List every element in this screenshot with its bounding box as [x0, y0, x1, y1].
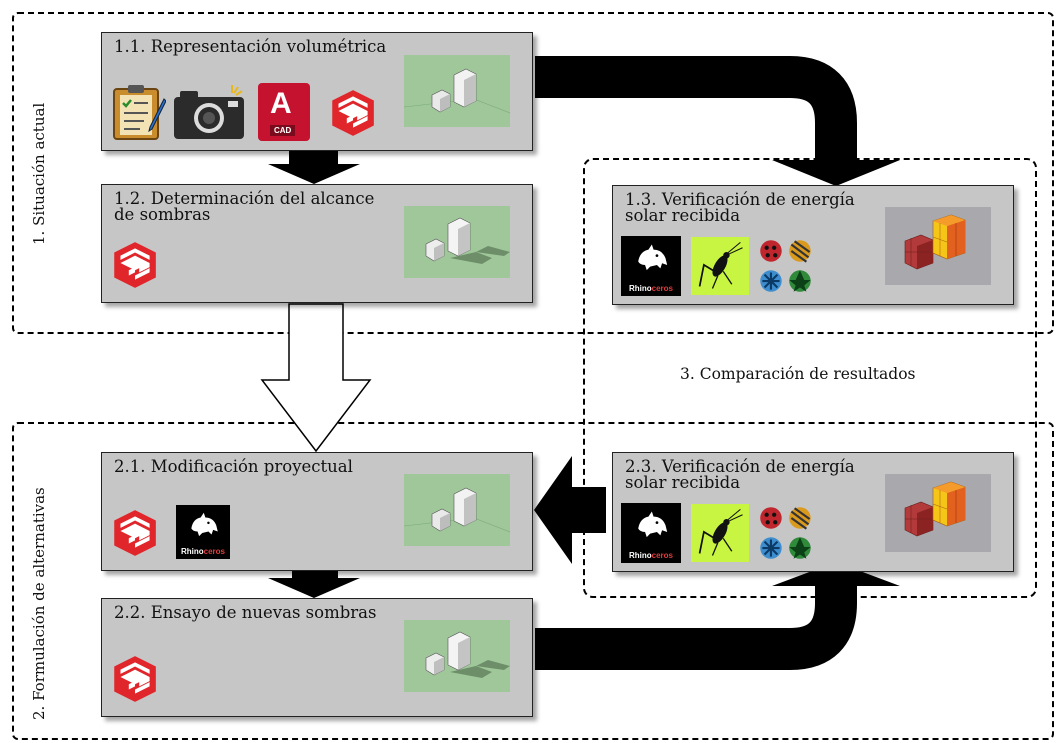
step-title: 1.2. Determinación del alcance de sombra… — [114, 189, 375, 224]
sketchup-icon — [108, 505, 160, 559]
sketchup-icon — [108, 651, 160, 705]
rhinoceros-icon: Rhinoceros — [621, 503, 681, 563]
ladybug-plugins-icon — [757, 236, 815, 296]
shadow-model-thumbnail — [404, 205, 510, 279]
new-shadow-model-thumbnail — [404, 619, 510, 693]
step-box-1-2: 1.2. Determinación del alcance de sombra… — [101, 184, 533, 303]
arrow-22-to-23 — [535, 580, 857, 670]
arrow-23-to-21 — [534, 456, 606, 564]
arrow-11-to-12 — [268, 151, 360, 184]
grasshopper-icon — [691, 236, 749, 296]
region-label-comparison: 3. Comparación de resultados — [680, 365, 916, 383]
step-box-2-3: 2.3. Verificación de energía solar recib… — [612, 452, 1014, 572]
solar-energy-thumbnail — [885, 206, 991, 286]
autocad-icon: A CAD — [258, 83, 310, 141]
autocad-label: CAD — [270, 125, 296, 136]
step-title: 2.3. Verificación de energía solar recib… — [625, 457, 855, 492]
rhinoceros-icon: Rhinoceros — [621, 236, 681, 296]
step-title: 2.2. Ensayo de nuevas sombras — [114, 603, 377, 622]
autocad-letter: A — [270, 87, 292, 120]
volume-model-thumbnail — [404, 55, 510, 127]
step-title: 1.1. Representación volumétrica — [114, 37, 387, 56]
region-comparison — [583, 158, 1037, 598]
rhinoceros-icon: Rhinoceros — [176, 505, 230, 559]
region-alternatives — [12, 422, 1054, 740]
modified-model-thumbnail — [404, 473, 510, 547]
arrow-12-to-21 — [260, 303, 372, 453]
solar-energy-thumbnail — [885, 473, 991, 553]
step-title: 1.3. Verificación de energía solar recib… — [625, 190, 855, 225]
survey-form-icon — [113, 85, 166, 140]
step-box-2-2: 2.2. Ensayo de nuevas sombras — [101, 598, 533, 717]
step-title: 2.1. Modificación proyectual — [114, 457, 353, 476]
sketchup-icon — [108, 237, 160, 291]
ladybug-plugins-icon — [757, 503, 815, 563]
arrow-21-to-22 — [268, 570, 360, 598]
step-box-1-1: 1.1. Representación volumétrica A CAD — [101, 32, 533, 151]
region-current-situation — [12, 12, 1054, 334]
step-box-2-1: 2.1. Modificación proyectual Rhinoceros — [101, 452, 533, 571]
grasshopper-icon — [691, 503, 749, 563]
camera-icon — [174, 85, 244, 139]
step-box-1-3: 1.3. Verificación de energía solar recib… — [612, 185, 1014, 305]
arrow-11-to-13 — [535, 56, 857, 163]
sketchup-icon — [326, 85, 378, 139]
